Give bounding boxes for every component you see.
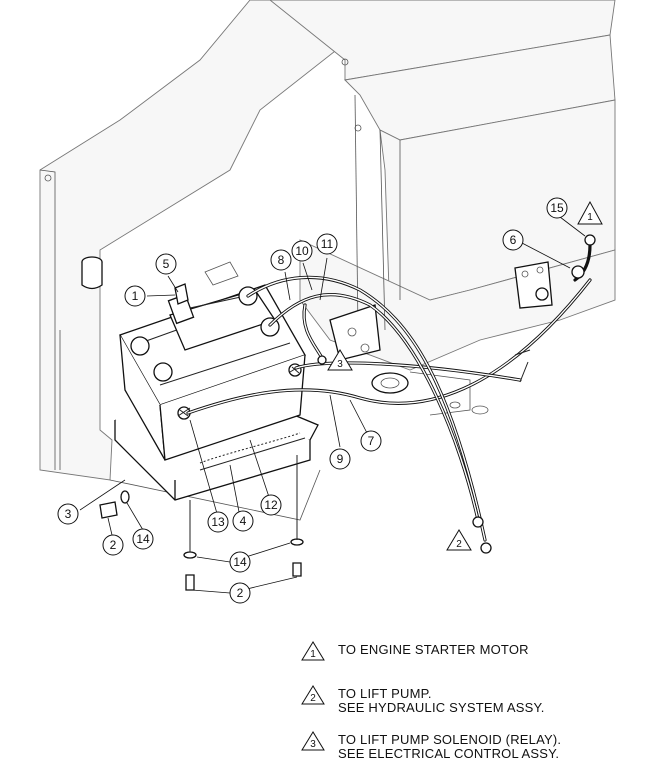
svg-text:8: 8	[278, 253, 285, 267]
note-flag-icon: 1	[301, 641, 325, 661]
cables	[186, 234, 596, 554]
callout-6: 6	[502, 229, 524, 251]
svg-text:5: 5	[163, 257, 170, 271]
note-flag-3: 3	[327, 349, 353, 371]
callout-5: 5	[155, 253, 177, 275]
svg-text:7: 7	[368, 434, 375, 448]
callout-1: 1	[124, 285, 146, 307]
callout-3: 3	[57, 503, 79, 525]
notes-legend: 1 TO ENGINE STARTER MOTOR 2 TO LIFT PUMP…	[300, 640, 640, 770]
callout-15: 15	[546, 197, 568, 219]
svg-text:3: 3	[65, 507, 72, 521]
svg-text:14: 14	[136, 532, 150, 546]
note-text: TO LIFT PUMP SOLENOID (RELAY). SEE ELECT…	[338, 732, 562, 761]
callout-14-bottom: 14	[229, 551, 251, 573]
svg-text:3: 3	[337, 359, 343, 370]
note-2: 2 TO LIFT PUMP. SEE HYDRAULIC SYSTEM ASS…	[300, 684, 640, 722]
svg-text:4: 4	[240, 514, 247, 528]
svg-text:1: 1	[587, 212, 593, 223]
chassis-frame	[39, 0, 616, 521]
note-flag-icon: 2	[301, 685, 325, 705]
callout-10: 10	[291, 240, 313, 262]
svg-text:9: 9	[337, 452, 344, 466]
note-3: 3 TO LIFT PUMP SOLENOID (RELAY). SEE ELE…	[300, 730, 640, 768]
svg-text:15: 15	[550, 201, 564, 215]
svg-text:6: 6	[510, 233, 517, 247]
note-flag-1: 1	[577, 200, 603, 225]
svg-text:14: 14	[233, 555, 247, 569]
callout-9: 9	[329, 448, 351, 470]
battery-assembly-diagram: 1 5 8 10 11 6 15 3 13 4 12 9 7 2 14 14 2…	[39, 0, 616, 604]
svg-text:1: 1	[310, 649, 316, 660]
note-1: 1 TO ENGINE STARTER MOTOR	[300, 640, 640, 678]
callout-7: 7	[360, 430, 382, 452]
note-text: TO LIFT PUMP. SEE HYDRAULIC SYSTEM ASSY.	[338, 686, 545, 715]
svg-text:2: 2	[456, 539, 462, 550]
svg-text:11: 11	[321, 237, 334, 251]
svg-text:12: 12	[264, 498, 278, 512]
note-text: TO ENGINE STARTER MOTOR	[338, 642, 529, 657]
svg-text:2: 2	[310, 693, 316, 704]
leaders	[79, 216, 586, 594]
battery	[119, 283, 306, 461]
callout-11: 11	[316, 233, 338, 255]
note-flag-icon: 3	[301, 731, 325, 751]
callout-14-left: 14	[132, 528, 154, 550]
svg-text:1: 1	[132, 289, 139, 303]
svg-text:10: 10	[295, 244, 309, 258]
callout-2-bottom: 2	[229, 582, 251, 604]
svg-text:2: 2	[110, 538, 117, 552]
callout-13: 13	[207, 511, 229, 533]
callout-2-left: 2	[102, 534, 124, 556]
callout-4: 4	[232, 510, 254, 532]
callout-12: 12	[260, 494, 282, 516]
svg-text:3: 3	[310, 739, 316, 750]
svg-text:13: 13	[211, 515, 225, 529]
svg-text:2: 2	[237, 586, 244, 600]
note-flag-2: 2	[446, 529, 472, 551]
callout-8: 8	[270, 249, 292, 271]
hardware	[99, 455, 304, 591]
